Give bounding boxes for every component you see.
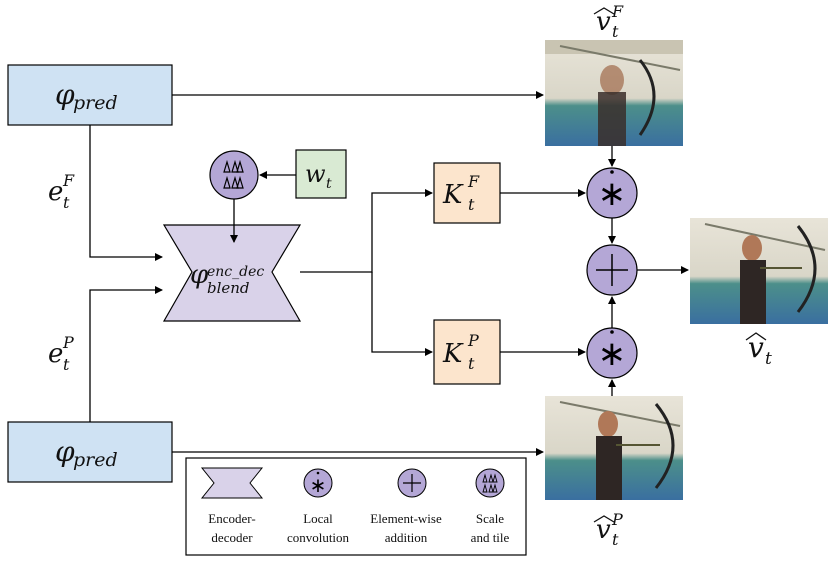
local-convolution-top: ∗ — [586, 167, 638, 219]
svg-text:t: t — [63, 355, 70, 374]
legend-local-convolution-line2: convolution — [287, 530, 350, 545]
phi-pred-bottom-subscript: pred — [73, 449, 118, 471]
local-convolution-bottom: ∗ — [586, 327, 638, 379]
svg-text:φ: φ — [55, 78, 75, 111]
connections — [89, 91, 689, 456]
svg-text:e: e — [48, 177, 63, 207]
k-P-box: K P t — [433, 319, 501, 385]
phi-pred-top-box: φ pred — [7, 64, 173, 126]
legend: Encoder- decoder ∗ Local convolution Ele… — [185, 457, 527, 556]
phi-pred-top-subscript: pred — [73, 92, 118, 114]
legend-encoder-decoder-line1: Encoder- — [208, 511, 255, 526]
frame-image-v-F — [545, 40, 683, 146]
scale-and-tile-node — [209, 150, 259, 200]
svg-text:F: F — [62, 171, 75, 190]
v-output-hat-label: v t — [745, 331, 772, 369]
legend-local-convolution-icon: ∗ — [303, 468, 333, 498]
legend-encoder-decoder-line2: decoder — [211, 530, 253, 545]
scale-and-tile-icon — [223, 159, 244, 189]
svg-text:F: F — [611, 2, 624, 21]
phi-pred-bottom-box: φ pred — [7, 421, 173, 483]
svg-text:K: K — [442, 339, 464, 369]
legend-element-wise-addition-line1: Element-wise — [370, 511, 442, 526]
legend-element-wise-addition-line2: addition — [385, 530, 428, 545]
legend-scale-and-tile-icon — [475, 468, 505, 498]
svg-text:φ: φ — [190, 260, 209, 290]
legend-encoder-decoder-icon — [200, 467, 264, 499]
svg-text:t: t — [468, 195, 475, 214]
k-F-box: K F t — [433, 162, 501, 224]
svg-text:F: F — [467, 172, 480, 191]
legend-scale-and-tile-line2: and tile — [471, 530, 510, 545]
svg-text:t: t — [765, 349, 772, 369]
v-F-hat-label: v F t — [593, 2, 624, 41]
svg-text:v: v — [596, 7, 611, 37]
svg-text:blend: blend — [207, 279, 250, 297]
svg-text:e: e — [48, 339, 63, 369]
e-F-label: e F t — [48, 171, 75, 212]
legend-local-convolution-line1: Local — [303, 511, 333, 526]
svg-text:φ: φ — [55, 435, 75, 468]
legend-scale-and-tile-line1: Scale — [476, 511, 504, 526]
svg-text:t: t — [63, 193, 70, 212]
svg-text:t: t — [612, 530, 619, 549]
element-wise-addition-node — [586, 244, 638, 296]
e-P-label: e P t — [48, 333, 74, 374]
svg-text:v: v — [596, 515, 611, 545]
svg-text:t: t — [326, 176, 332, 192]
svg-text:∗: ∗ — [598, 334, 627, 374]
frame-image-v-P — [545, 396, 683, 500]
frame-image-v-output — [690, 218, 828, 324]
v-P-hat-label: v P t — [593, 510, 623, 549]
svg-text:P: P — [611, 510, 623, 529]
svg-text:∗: ∗ — [310, 473, 327, 497]
w-t-box: w t — [295, 149, 347, 199]
blend-encoder-decoder: φ enc_dec blend — [162, 224, 302, 322]
svg-text:v: v — [748, 331, 764, 364]
svg-text:t: t — [468, 354, 475, 373]
svg-text:∗: ∗ — [598, 174, 627, 214]
svg-text:P: P — [467, 331, 479, 350]
svg-text:t: t — [612, 22, 619, 41]
svg-text:w: w — [305, 160, 326, 188]
legend-element-wise-addition-icon — [397, 468, 427, 498]
svg-text:K: K — [442, 180, 464, 210]
svg-text:enc_dec: enc_dec — [207, 264, 264, 280]
svg-text:P: P — [62, 333, 74, 352]
